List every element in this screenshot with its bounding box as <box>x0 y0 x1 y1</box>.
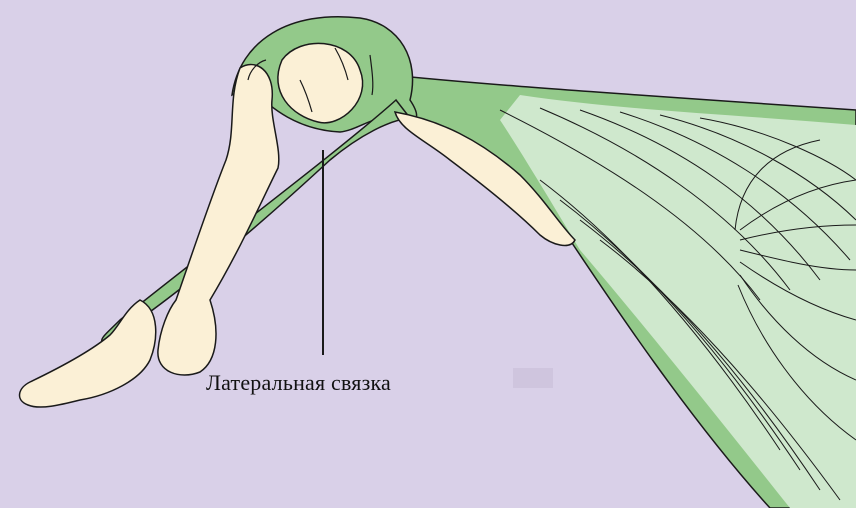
lateral-ligament-label: Латеральная связка <box>206 370 391 396</box>
membrane-inner <box>500 95 856 508</box>
background-patch <box>513 368 553 388</box>
label-leader-line <box>322 150 324 355</box>
foot-bone <box>20 300 156 407</box>
